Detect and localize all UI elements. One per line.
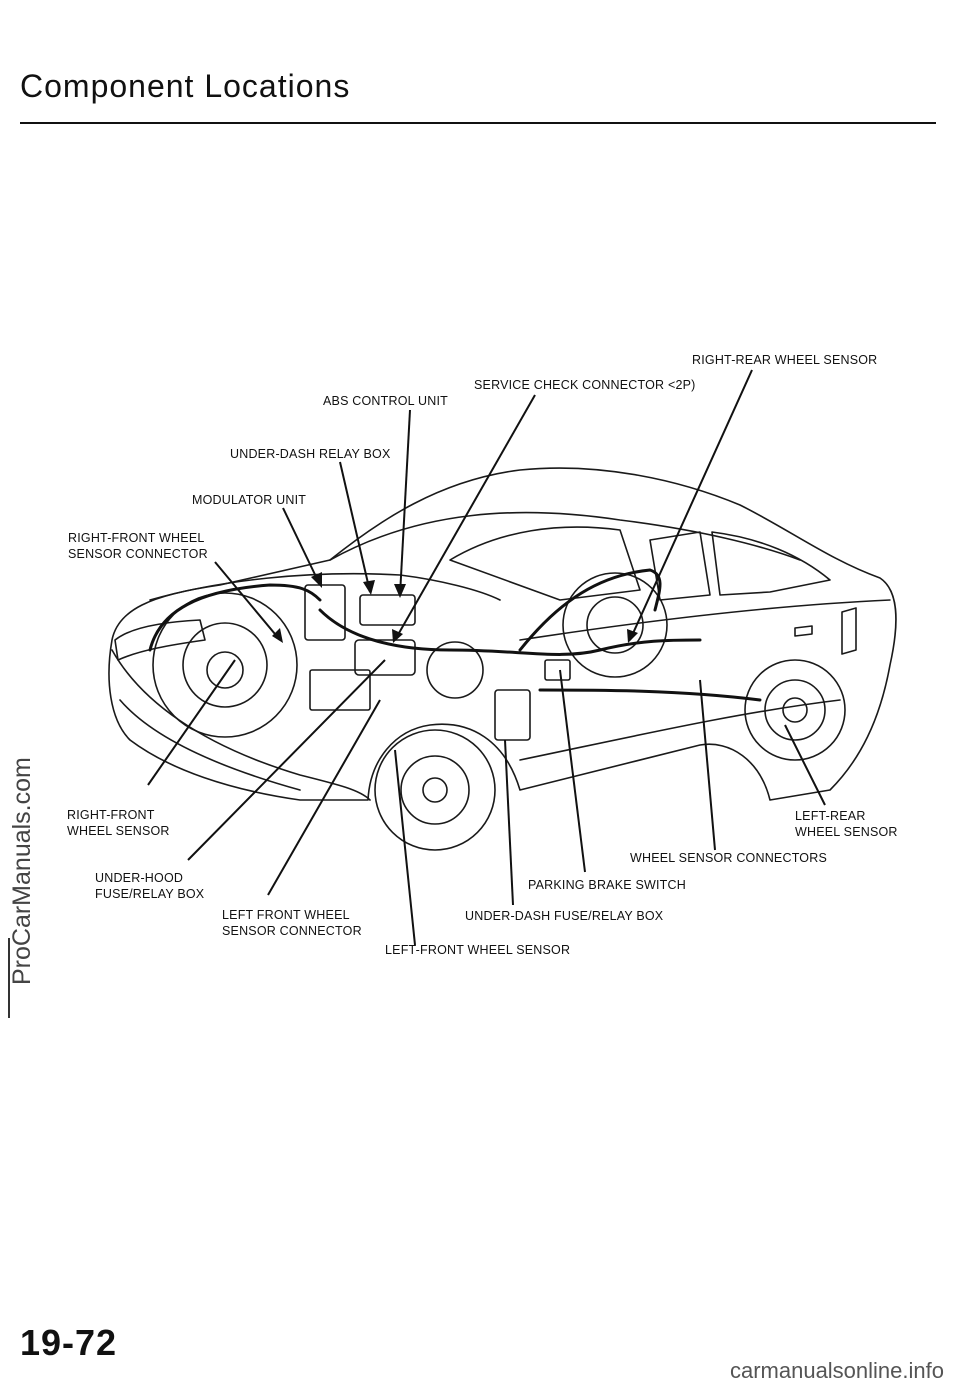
- label-line: RIGHT-FRONT: [67, 808, 155, 822]
- leader-left-rear-wheel-sensor: [784, 724, 826, 806]
- label-right-rear-wheel-sensor: RIGHT-REAR WHEEL SENSOR: [692, 353, 878, 367]
- arrow-abs-control-unit: [394, 584, 406, 598]
- leader-right-rear-wheel-sensor: [629, 369, 753, 641]
- abs-control-unit-block: [359, 594, 416, 626]
- label-parking-brake-switch: PARKING BRAKE SWITCH: [528, 878, 686, 892]
- leader-under-dash-fuse-relay-box: [504, 739, 514, 906]
- brake-booster: [426, 641, 484, 699]
- battery-block: [309, 669, 371, 711]
- leader-under-dash-relay-box: [339, 461, 371, 593]
- leader-service-check-connector: [394, 394, 536, 641]
- title-rule: [20, 122, 936, 124]
- leader-lines: [147, 369, 826, 946]
- brake-line-main: [318, 608, 702, 656]
- label-left-front-wheel-sensor-connector: LEFT FRONT WHEEL SENSOR CONNECTOR: [222, 907, 362, 939]
- right-rear-wheel: [562, 572, 668, 678]
- left-front-hub: [422, 777, 448, 803]
- leader-abs-control-unit: [399, 409, 411, 596]
- arrow-rf-connector: [272, 628, 283, 643]
- label-left-front-wheel-sensor: LEFT-FRONT WHEEL SENSOR: [385, 943, 571, 957]
- right-front-hub: [206, 651, 244, 689]
- page-title: Component Locations: [20, 68, 351, 104]
- label-line: SENSOR CONNECTOR: [68, 547, 208, 561]
- label-wheel-sensor-connectors: WHEEL SENSOR CONNECTORS: [630, 851, 827, 865]
- roof-line: [329, 511, 801, 561]
- brake-lines: [148, 568, 762, 702]
- arrow-rr-sensor: [627, 629, 638, 643]
- page-number: 19-72: [20, 1322, 118, 1363]
- watermark-text: ProCarManuals.com: [8, 757, 36, 985]
- left-rear-hub: [782, 697, 808, 723]
- footer-site: carmanualsonline.info: [729, 1358, 944, 1383]
- leader-wheel-sensor-connectors: [699, 679, 716, 851]
- label-line: LEFT FRONT WHEEL: [222, 908, 350, 922]
- right-rear-wheel-inner: [586, 596, 644, 654]
- beltline: [519, 599, 891, 641]
- car-body-outline: [108, 467, 897, 801]
- brake-line-rear: [538, 688, 762, 702]
- arrow-modulator-unit: [311, 572, 322, 588]
- bumper-lower: [119, 699, 301, 791]
- car-illustration: [108, 467, 897, 851]
- hood-edge: [149, 572, 501, 601]
- leader-under-hood-fuse-relay-box: [187, 659, 386, 861]
- label-right-front-wheel-sensor: RIGHT-FRONT WHEEL SENSOR: [67, 807, 170, 839]
- label-line: FUSE/RELAY BOX: [95, 887, 205, 901]
- leader-right-front-wheel-sensor: [147, 659, 236, 786]
- label-abs-control-unit: ABS CONTROL UNIT: [323, 394, 448, 408]
- door-handle: [794, 625, 813, 637]
- bumper-front: [111, 649, 371, 801]
- right-front-wheel-inner: [182, 622, 268, 708]
- under-dash-fuse-block: [494, 689, 531, 741]
- headlight: [114, 619, 206, 661]
- label-modulator-unit: MODULATOR UNIT: [192, 493, 307, 507]
- label-line: WHEEL SENSOR: [795, 825, 898, 839]
- label-line: UNDER-HOOD: [95, 871, 184, 885]
- wire-harness-front: [148, 583, 322, 652]
- leader-modulator-unit: [282, 507, 321, 586]
- label-line: WHEEL SENSOR: [67, 824, 170, 838]
- label-under-hood-fuse-relay-box: UNDER-HOOD FUSE/RELAY BOX: [95, 870, 204, 902]
- arrow-service-check: [392, 629, 403, 643]
- label-under-dash-relay-box: UNDER-DASH RELAY BOX: [230, 447, 391, 461]
- parking-brake-block: [544, 659, 571, 681]
- arrow-heads: [272, 572, 638, 643]
- brake-line-rear-upper: [518, 568, 662, 652]
- leader-left-front-wheel-sensor-connector: [267, 699, 381, 896]
- tail-light: [841, 607, 857, 655]
- label-left-rear-wheel-sensor: LEFT-REAR WHEEL SENSOR: [795, 808, 898, 840]
- margin-mark: [8, 938, 10, 1018]
- label-line: LEFT-REAR: [795, 809, 866, 823]
- side-window-rear: [711, 531, 831, 596]
- left-rear-wheel-inner: [764, 679, 826, 741]
- label-line: SENSOR CONNECTOR: [222, 924, 362, 938]
- leader-parking-brake-switch: [559, 669, 586, 873]
- label-line: RIGHT-FRONT WHEEL: [68, 531, 205, 545]
- windshield: [449, 526, 641, 601]
- leader-left-front-wheel-sensor: [394, 749, 416, 946]
- rocker-line: [519, 699, 841, 761]
- left-rear-wheel: [744, 659, 846, 761]
- right-front-wheel: [152, 592, 298, 738]
- modulator-unit-block: [304, 584, 346, 641]
- left-front-wheel-inner: [400, 755, 470, 825]
- left-front-wheel: [374, 729, 496, 851]
- label-right-front-wheel-sensor-connector: RIGHT-FRONT WHEEL SENSOR CONNECTOR: [68, 530, 208, 562]
- label-service-check-connector: SERVICE CHECK CONNECTOR <2P): [474, 378, 696, 392]
- label-under-dash-fuse-relay-box: UNDER-DASH FUSE/RELAY BOX: [465, 909, 664, 923]
- leader-right-front-wheel-sensor-connector: [214, 561, 281, 641]
- fuse-box-block: [354, 639, 416, 676]
- arrow-under-dash-relay-box: [363, 580, 375, 595]
